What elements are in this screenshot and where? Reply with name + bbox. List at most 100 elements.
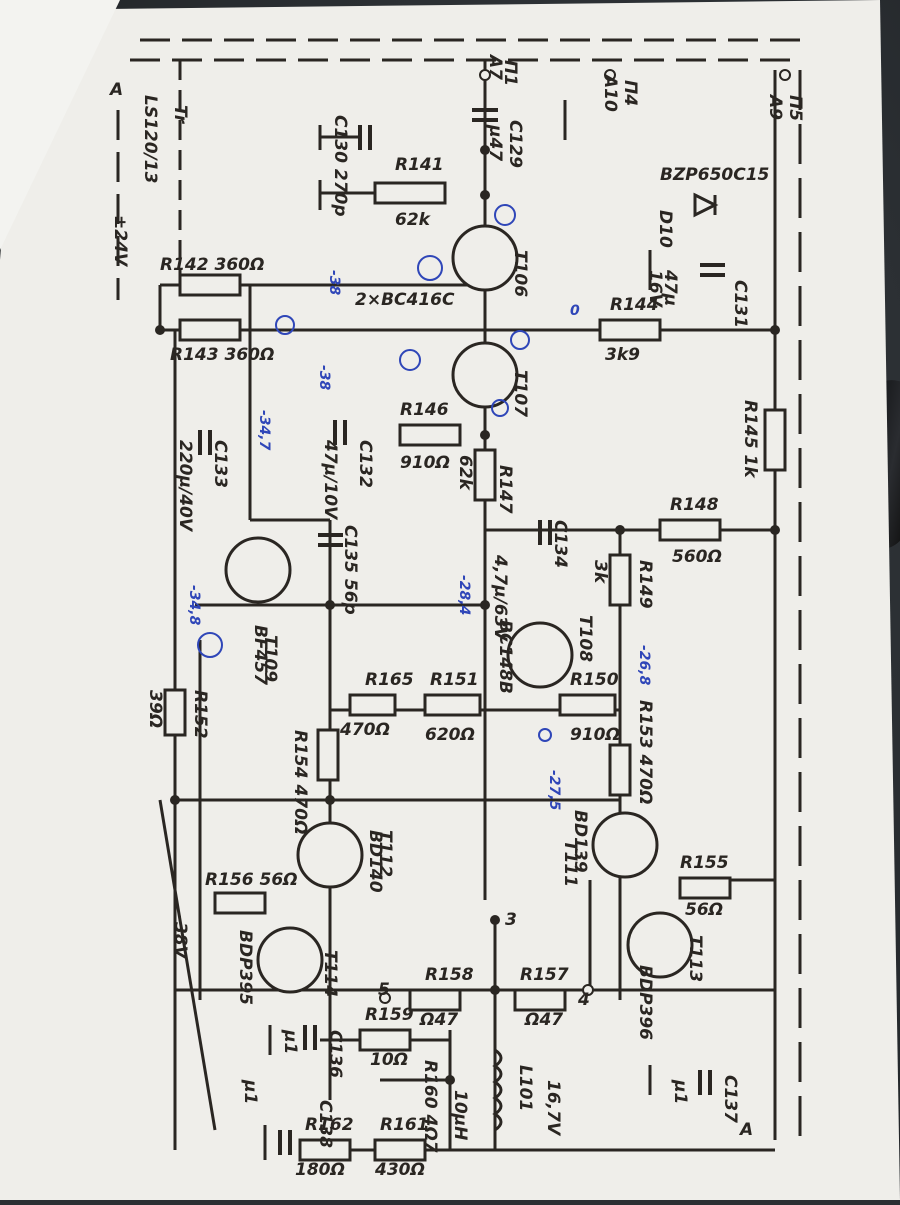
label-n1: П1 [500, 60, 520, 86]
label-pos38: 16,7V [543, 1080, 563, 1137]
transistor-t107 [451, 341, 519, 409]
label-bd139: BD139 [570, 810, 590, 873]
label-c138: C138 [315, 1100, 335, 1148]
resistor-r157 [513, 988, 567, 1012]
label-a10: A10 [600, 73, 620, 112]
label-c130: C130 270p [330, 115, 350, 217]
label-r148: R148 [670, 495, 719, 515]
label-r165v: 470Ω [339, 720, 390, 740]
label-r156: R156 56Ω [205, 870, 298, 890]
resistor-r150 [558, 693, 617, 717]
resistor-r142 [178, 273, 242, 297]
capacitor-c135 [318, 533, 343, 547]
transistor-t106 [451, 224, 519, 292]
label-r152: R152 [190, 690, 210, 739]
resistor-r141 [373, 181, 447, 205]
capacitor-c136 [303, 1025, 317, 1050]
label-d10: D10 [655, 210, 675, 248]
label-r153: R153 470Ω [635, 700, 655, 804]
label-t108: T108 [575, 615, 595, 662]
label-c138v: μ1 [240, 1079, 260, 1104]
label-t111: T111 [560, 840, 580, 887]
capacitor-c131 [700, 263, 725, 277]
terminal-dots [379, 69, 791, 1004]
label-l101: L101 [515, 1065, 535, 1111]
label-c133v: 220μ/40V [175, 440, 195, 533]
resistor-r154 [316, 728, 340, 782]
label-r157v: Ω47 [524, 1010, 563, 1030]
label-c136: C136 [325, 1030, 345, 1078]
label-n5: П5 [785, 95, 805, 121]
label-nA: A [738, 1120, 753, 1140]
label-r151: R151 [430, 670, 479, 690]
label-bdp395: BDP395 [235, 930, 255, 1005]
label-r162v: 180Ω [295, 1160, 345, 1180]
resistor-r158 [408, 988, 462, 1012]
junction-dots [155, 145, 780, 1085]
label-bdp396: BDP396 [635, 965, 655, 1040]
label-tgv: LS120/13 [140, 95, 160, 183]
label-r161: R161 [380, 1115, 429, 1135]
transistor-t111 [591, 811, 659, 879]
label-c129v: μ47 [485, 124, 505, 161]
resistor-r143 [178, 318, 242, 342]
label-a7: A7 [485, 53, 505, 80]
label-zener: BZP650C15 [660, 165, 769, 185]
label-r159v: 10Ω [370, 1050, 408, 1070]
label-c131: C131 [730, 280, 750, 328]
resistor-r151 [423, 693, 482, 717]
label-r147: R147 [495, 465, 515, 514]
label-c134v: 4,7μ/63V [490, 554, 510, 642]
resistor-r161 [373, 1138, 427, 1162]
label-c137: C137 [720, 1075, 740, 1123]
label-c135: C135 56p [340, 525, 360, 615]
label-r159: R159 [365, 1005, 414, 1025]
label-n4: П4 [620, 80, 640, 106]
label-c133: C133 [210, 440, 230, 488]
transistor-group [224, 224, 694, 994]
label-r158: R158 [425, 965, 474, 985]
label-n4b: 4 [577, 990, 590, 1010]
label-t107: T107 [510, 370, 530, 417]
label-t109: T109 [260, 635, 280, 682]
transistor-t108 [506, 621, 574, 689]
label-r144v: 3k9 [605, 345, 640, 365]
label-t106: T106 [510, 250, 530, 297]
capacitor-c132 [333, 420, 347, 445]
label-bc148: BC148B [495, 620, 515, 694]
label-t113: T113 [685, 935, 705, 982]
transistor-t109 [224, 536, 292, 604]
label-r149v: 3k [590, 560, 610, 585]
resistor-r165 [348, 693, 397, 717]
label-c134: C134 [550, 520, 570, 568]
resistor-r147 [473, 448, 497, 502]
resistor-r148 [658, 518, 722, 542]
resistor-r144 [598, 318, 662, 342]
label-r146v: 910Ω [400, 453, 450, 473]
label-r142: R142 360Ω [160, 255, 264, 275]
paper-corner [0, 0, 120, 250]
label-nAleft: A [108, 80, 123, 100]
label-c132: C132 [355, 440, 375, 488]
label-r149: R149 [635, 560, 655, 609]
label-c132v: 47μ/10V [320, 439, 340, 521]
label-r150v: 910Ω [570, 725, 620, 745]
label-r141: R141 [395, 155, 444, 175]
label-pair: 2×BC416C [355, 290, 455, 310]
resistor-r156 [213, 891, 267, 915]
label-r144: R144 [610, 295, 659, 315]
label-r165: R165 [365, 670, 414, 690]
label-r160: R160 4Ω7 [420, 1060, 440, 1153]
label-a9: A9 [765, 93, 785, 120]
handwritten-annotations: -38-38-34,7-34,8-28,4-26,8-27,50 [186, 270, 652, 811]
label-r162: R162 [305, 1115, 354, 1135]
label-n3: 3 [505, 910, 517, 930]
label-t112: T112 [375, 830, 395, 877]
resistor-group [163, 181, 787, 1162]
capacitor-c138 [278, 1130, 292, 1155]
label-h2: -38 [316, 365, 332, 391]
capacitor-group [198, 108, 725, 1155]
resistor-r162 [298, 1138, 352, 1162]
